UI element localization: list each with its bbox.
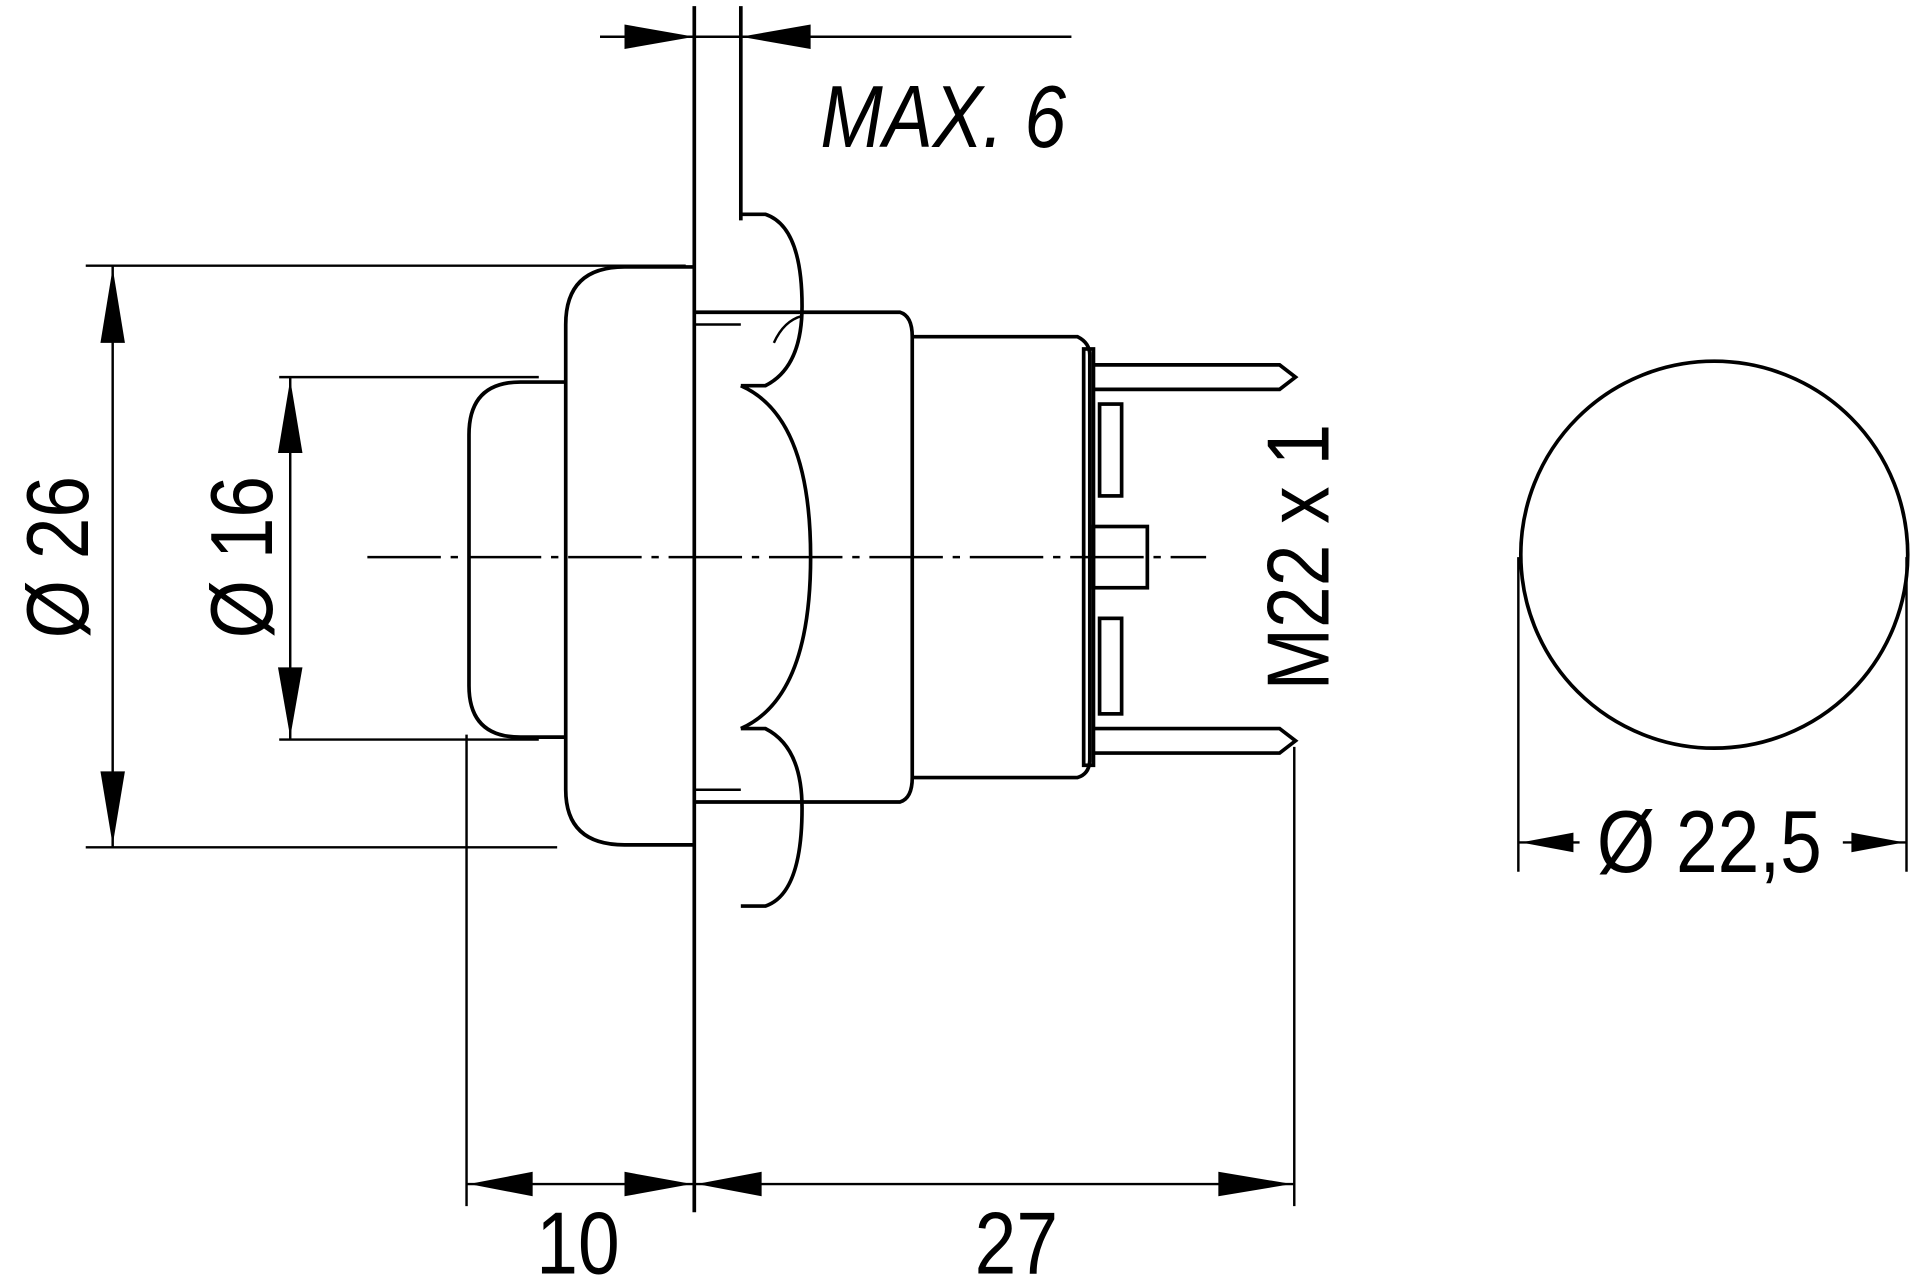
- arrowhead: [1851, 832, 1905, 853]
- arrowhead: [277, 379, 303, 454]
- diameter-26-dimension: Ø 26: [10, 264, 686, 849]
- arrowhead: [696, 1171, 762, 1197]
- thread-label: M22 x 1: [1250, 424, 1348, 691]
- diameter-22-5-label: Ø 22,5: [1597, 793, 1822, 891]
- arrowhead: [277, 667, 303, 738]
- length-27-label: 27: [975, 1195, 1058, 1282]
- tab-upper: [1097, 402, 1124, 498]
- arrowhead: [624, 1171, 692, 1197]
- tab-lower: [1097, 616, 1124, 716]
- max-6-dimension: MAX. 6: [600, 24, 1072, 166]
- length-dimensions: 10 27: [465, 734, 1296, 1282]
- max-6-label: MAX. 6: [820, 68, 1066, 166]
- arrowhead: [100, 268, 125, 343]
- arrowhead: [100, 771, 125, 845]
- nut-bottom: [740, 726, 804, 908]
- arrowhead: [740, 24, 811, 49]
- front-circle: [1518, 359, 1910, 750]
- terminal-top: [1093, 363, 1299, 392]
- panel-lines: [692, 6, 743, 1213]
- arrowhead: [624, 24, 695, 49]
- arrowhead: [1218, 1171, 1292, 1197]
- switch-side-view: [367, 212, 1299, 908]
- diameter-26-label: Ø 26: [10, 476, 108, 638]
- cap-outline: [563, 265, 695, 847]
- diameter-16-label: Ø 16: [193, 476, 291, 638]
- nut-top: [740, 212, 804, 388]
- arrowhead: [468, 1171, 533, 1197]
- length-10-label: 10: [536, 1195, 619, 1282]
- arrowhead: [1520, 832, 1574, 853]
- terminal-bottom: [1093, 726, 1299, 755]
- diameter-16-dimension: Ø 16: [193, 375, 539, 741]
- button-outline: [467, 380, 566, 739]
- front-view: Ø 22,5: [1517, 359, 1910, 891]
